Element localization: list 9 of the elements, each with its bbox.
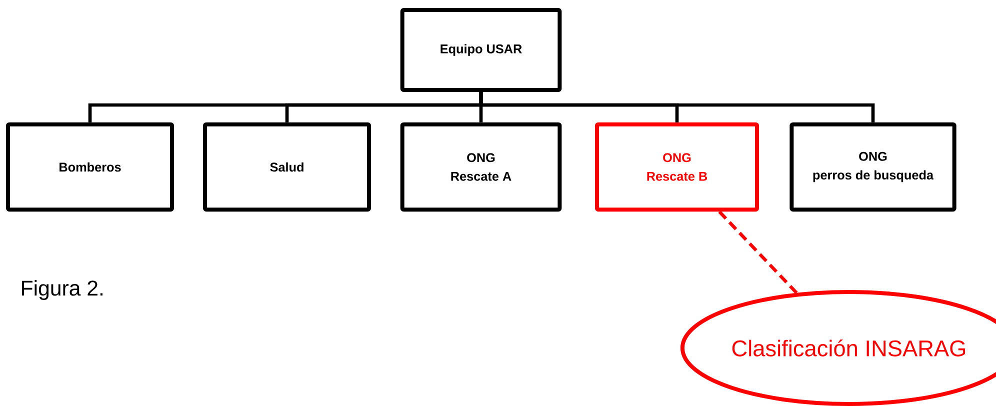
org-box: Bomberos [6, 122, 174, 212]
org-box: ONG Rescate A [400, 122, 562, 212]
figure-label: Figura 2. [22, 280, 102, 300]
org-box: ONG Rescate B [595, 122, 759, 212]
org-box: Equipo USAR [400, 8, 562, 92]
connector-line [479, 92, 875, 122]
leader-line [718, 210, 798, 294]
org-box: ONG perros de busqueda [790, 122, 956, 212]
org-box: Salud [203, 122, 371, 212]
